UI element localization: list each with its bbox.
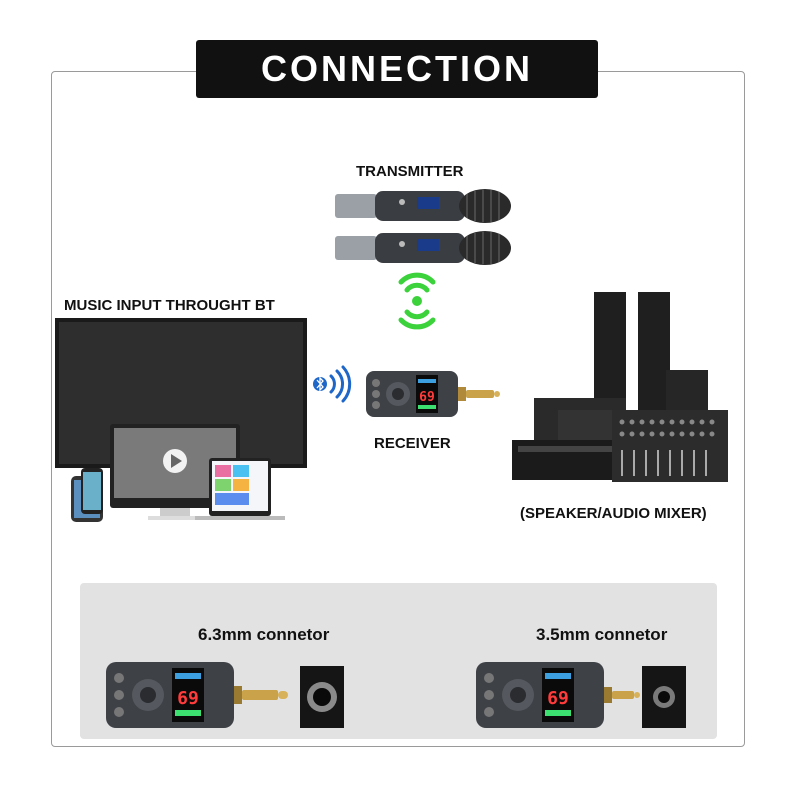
microphone-top (335, 189, 511, 223)
title-text: CONNECTION (261, 48, 533, 89)
receiver-6-3mm-image: 69 (106, 662, 344, 728)
tv-and-devices-image (55, 318, 307, 522)
transmitter-label: TRANSMITTER (356, 163, 464, 180)
connector-label-6-3mm: 6.3mm connetor (198, 625, 330, 644)
speaker-mixer-label: (SPEAKER/AUDIO MIXER) (520, 505, 707, 522)
music-input-label: MUSIC INPUT THROUGHT BT (64, 297, 275, 314)
speaker-mixer-image (512, 292, 728, 482)
bluetooth-signal-icon (313, 365, 352, 403)
svg-text:69: 69 (547, 688, 569, 709)
receiver-image: 69 (366, 371, 500, 417)
transmitter-microphones (335, 189, 511, 265)
connector-label-3-5mm: 3.5mm connetor (536, 625, 668, 644)
svg-text:69: 69 (177, 688, 199, 709)
wireless-signal-icon (398, 272, 436, 330)
title-banner: CONNECTION (196, 40, 598, 98)
microphone-bottom (335, 231, 511, 265)
receiver-3-5mm-image: 69 (476, 662, 686, 728)
svg-text:69: 69 (419, 390, 435, 405)
receiver-label: RECEIVER (374, 435, 451, 452)
